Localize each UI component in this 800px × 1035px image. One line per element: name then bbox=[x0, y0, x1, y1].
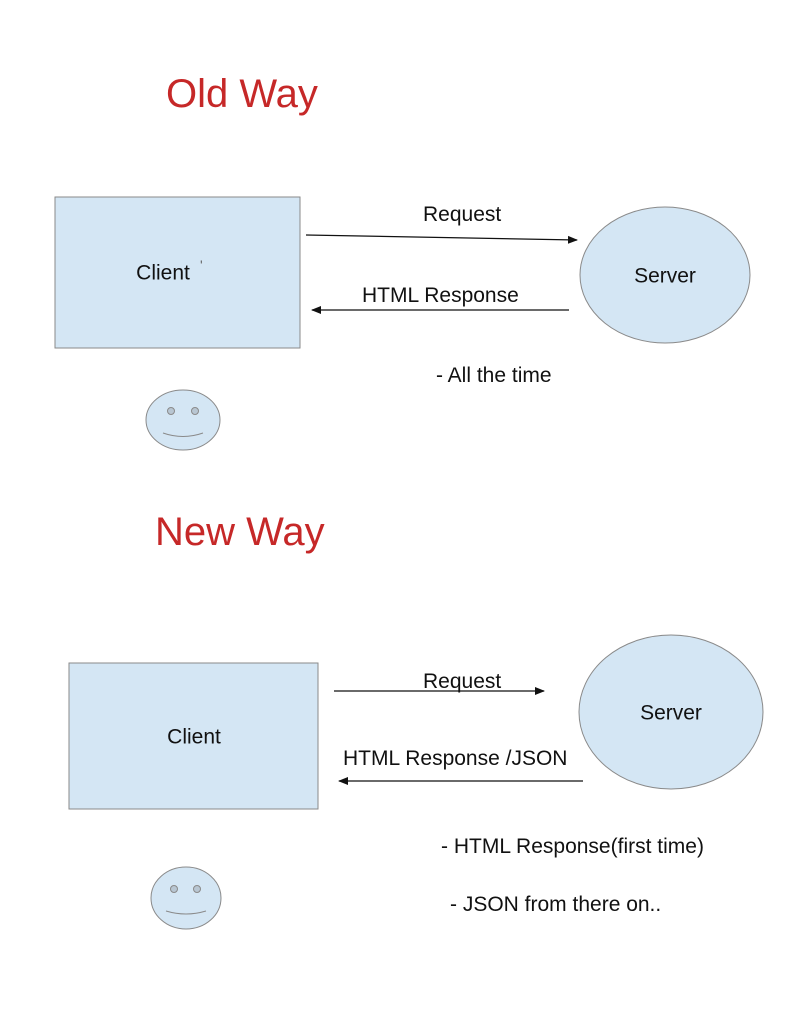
new-note-subsequent: - JSON from there on.. bbox=[450, 893, 662, 916]
old-client-box bbox=[54, 196, 301, 349]
old-response-label: HTML Response bbox=[362, 284, 519, 307]
old-client-label: Client bbox=[136, 261, 190, 285]
new-note-first: - HTML Response(first time) bbox=[441, 835, 704, 858]
old-server-node bbox=[579, 206, 751, 344]
new-response-label: HTML Response /JSON bbox=[343, 747, 568, 770]
new-server-node bbox=[578, 634, 764, 790]
old-client-mark: ' bbox=[200, 257, 203, 273]
new-client-label: Client bbox=[167, 725, 221, 749]
new-server-label: Server bbox=[640, 701, 702, 725]
old-note: - All the time bbox=[436, 364, 552, 387]
new-way-heading: New Way bbox=[155, 510, 325, 554]
new-client-box bbox=[68, 662, 319, 810]
old-smiley-icon bbox=[145, 389, 221, 451]
old-request-arrow bbox=[305, 234, 578, 244]
new-request-label: Request bbox=[423, 670, 502, 693]
old-way-heading: Old Way bbox=[166, 72, 318, 116]
old-server-label: Server bbox=[634, 264, 696, 288]
old-request-label: Request bbox=[423, 203, 502, 226]
new-smiley-icon bbox=[150, 866, 222, 930]
